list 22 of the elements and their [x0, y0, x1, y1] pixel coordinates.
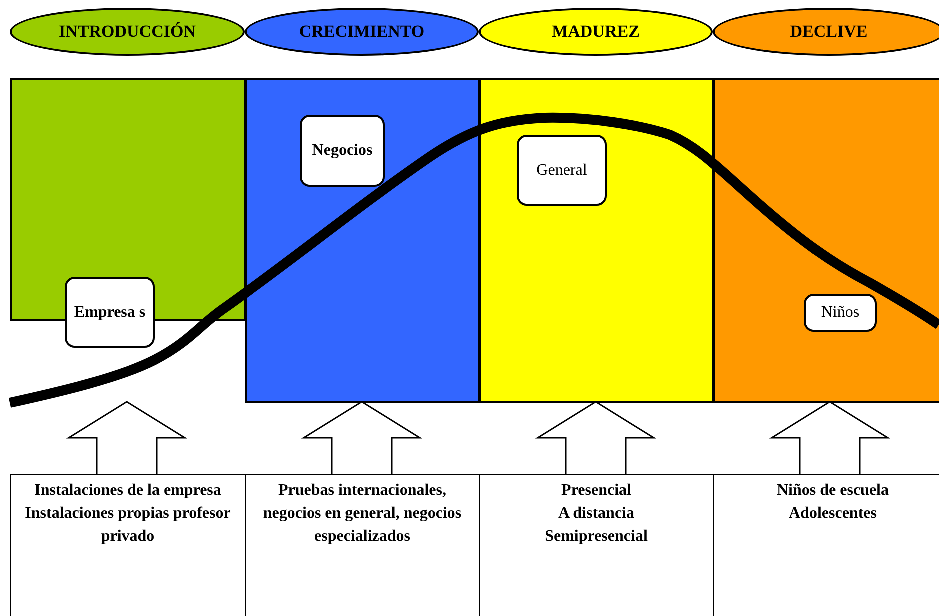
block-arrow [535, 401, 657, 475]
block-arrow [66, 401, 188, 475]
stage-panel [10, 78, 246, 321]
description-text: Semipresencial [544, 527, 649, 547]
callout-box: General [517, 135, 607, 206]
callout-box: Niños [804, 294, 877, 332]
description-text: A distancia [557, 504, 636, 524]
stage-ellipse: MADUREZ [479, 8, 713, 56]
stage-ellipse: DECLIVE [713, 8, 939, 56]
description-box: Instalaciones de la empresa Instalaciones propias profesor privado [10, 474, 246, 616]
block-arrow [301, 401, 423, 475]
stage-ellipse: INTRODUCCIÓN [10, 8, 245, 56]
stage-ellipse: CRECIMIENTO [245, 8, 479, 56]
stage-panel [479, 78, 714, 403]
description-text: Adolescentes [788, 504, 878, 524]
description-text: Presencial [560, 481, 632, 501]
callout-box: Negocios [300, 115, 385, 187]
block-arrow [769, 401, 891, 475]
stage-panel [245, 78, 480, 403]
callout-box: Empresa s [65, 277, 155, 348]
description-text: Niños de escuela [776, 481, 890, 501]
stage-panel [713, 78, 939, 403]
